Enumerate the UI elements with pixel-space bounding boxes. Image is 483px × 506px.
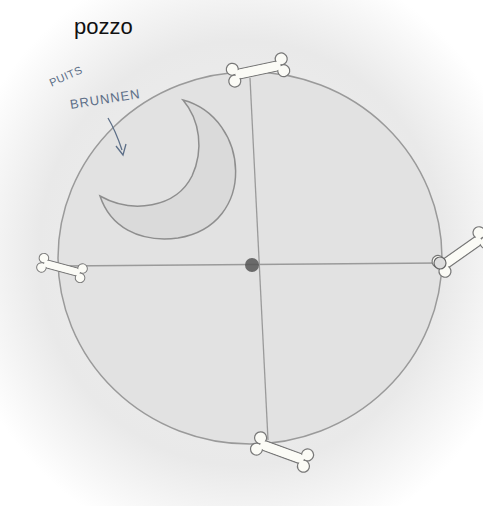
enclosure-circle [58,72,442,444]
well-label: BRUNNEN [69,87,141,111]
arrow-head [116,144,126,155]
bone [430,224,483,279]
translation-label: pozzo [74,16,133,38]
bone [225,52,291,88]
center-dot [245,258,259,272]
leader-arrow [108,118,122,150]
well-crescent [100,100,236,239]
bone [36,252,89,283]
bone [249,430,315,474]
well-label: PUITS [48,64,84,88]
bone-end [434,257,446,269]
